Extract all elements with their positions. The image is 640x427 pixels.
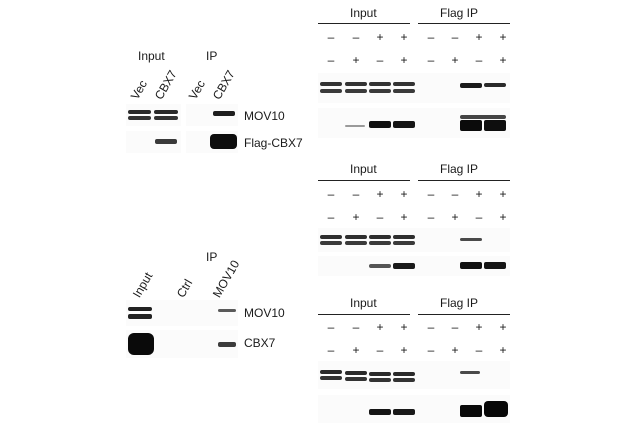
- blot-mov10: [126, 300, 238, 326]
- blot-strip-2: [318, 108, 510, 138]
- sign: +: [451, 53, 459, 67]
- sign: +: [400, 53, 408, 67]
- sign: +: [475, 30, 483, 44]
- sign: +: [499, 53, 507, 67]
- group-label-flag-ip: Flag IP: [440, 162, 479, 176]
- sign: –: [427, 320, 435, 334]
- sign: +: [400, 210, 408, 224]
- sign: –: [352, 187, 360, 201]
- sign: –: [327, 210, 335, 224]
- group-label-input: Input: [350, 6, 377, 20]
- blot-label-cbx7: CBX7: [244, 336, 276, 350]
- group-underline-flag-ip: [418, 23, 510, 24]
- blot-strip-2: [318, 256, 510, 276]
- group-underline-input: [318, 314, 410, 315]
- sign: +: [475, 187, 483, 201]
- group-underline-flag-ip: [418, 314, 510, 315]
- sign: –: [327, 187, 335, 201]
- sign: –: [352, 30, 360, 44]
- sign: –: [475, 53, 483, 67]
- group-label-input: Input: [350, 162, 377, 176]
- lane-label-input: Input: [129, 269, 156, 300]
- sign: +: [499, 30, 507, 44]
- blot-strip-1: [318, 228, 510, 252]
- sign: –: [427, 343, 435, 357]
- group-label-ip: IP: [206, 49, 218, 63]
- blot-label-mov10: MOV10: [244, 109, 285, 123]
- sign: –: [427, 187, 435, 201]
- group-underline-input: [318, 180, 410, 181]
- group-label-flag-ip: Flag IP: [440, 296, 479, 310]
- sign: +: [499, 210, 507, 224]
- sign: +: [352, 343, 360, 357]
- sign: +: [352, 210, 360, 224]
- sign: +: [400, 187, 408, 201]
- sign: –: [376, 343, 384, 357]
- sign: +: [352, 53, 360, 67]
- blot-strip-1: [318, 361, 510, 389]
- sign: –: [427, 30, 435, 44]
- blot-flag-cbx7-input: [126, 131, 181, 153]
- sign: +: [400, 320, 408, 334]
- sign: +: [499, 343, 507, 357]
- sign: +: [499, 187, 507, 201]
- blot-label-mov10: MOV10: [244, 306, 285, 320]
- sign: +: [475, 320, 483, 334]
- sign: –: [327, 53, 335, 67]
- group-label-ip: IP: [206, 250, 218, 264]
- sign: –: [327, 343, 335, 357]
- group-label-flag-ip: Flag IP: [440, 6, 479, 20]
- group-underline-input: [318, 23, 410, 24]
- sign: +: [376, 187, 384, 201]
- sign: +: [451, 210, 459, 224]
- sign: –: [327, 320, 335, 334]
- sign: –: [451, 187, 459, 201]
- sign: –: [451, 320, 459, 334]
- sign: –: [376, 53, 384, 67]
- sign: –: [475, 210, 483, 224]
- group-label-input: Input: [138, 49, 165, 63]
- sign: +: [451, 343, 459, 357]
- sign: –: [475, 343, 483, 357]
- lane-label-ctrl: Ctrl: [173, 276, 196, 300]
- lane-label-vec-ip: Vec: [185, 77, 209, 102]
- lane-label-vec-input: Vec: [127, 77, 151, 102]
- group-underline-flag-ip: [418, 180, 510, 181]
- sign: –: [427, 53, 435, 67]
- lane-label-cbx7-input: CBX7: [151, 67, 180, 102]
- blot-cbx7: [126, 330, 238, 358]
- sign: –: [376, 210, 384, 224]
- lane-label-mov10: MOV10: [209, 257, 243, 300]
- sign: +: [376, 30, 384, 44]
- lane-label-cbx7-ip: CBX7: [209, 67, 238, 102]
- sign: +: [400, 30, 408, 44]
- sign: –: [327, 30, 335, 44]
- sign: –: [427, 210, 435, 224]
- blot-strip-2: [318, 395, 510, 423]
- sign: –: [352, 320, 360, 334]
- blot-strip-1: [318, 73, 510, 103]
- blot-label-flag-cbx7: Flag-CBX7: [244, 136, 303, 150]
- blot-mov10-ip: [186, 104, 238, 126]
- sign: +: [400, 343, 408, 357]
- sign: –: [451, 30, 459, 44]
- sign: +: [499, 320, 507, 334]
- blot-flag-cbx7-ip: [186, 131, 238, 153]
- blot-mov10-input: [126, 104, 181, 126]
- sign: +: [376, 320, 384, 334]
- group-label-input: Input: [350, 296, 377, 310]
